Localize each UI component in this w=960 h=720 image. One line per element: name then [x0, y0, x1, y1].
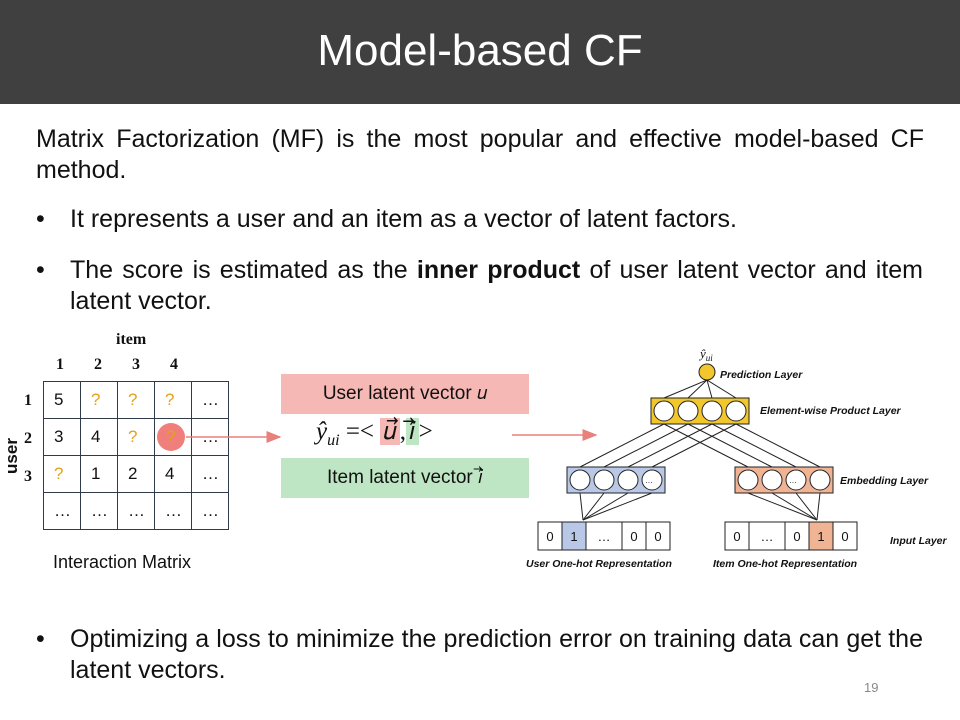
bullet-dot: •: [36, 625, 45, 653]
bullet-dot: •: [36, 256, 45, 284]
svg-text:…: …: [598, 529, 611, 544]
matrix-row: ? 1 2 4 …: [43, 455, 229, 493]
matrix-cell-unknown: ?: [43, 455, 81, 493]
item-onehot-label: Item One-hot Representation: [713, 558, 857, 570]
matrix-col-header: 2: [94, 356, 102, 373]
page-number: 19: [864, 680, 879, 695]
prediction-node: [698, 363, 716, 381]
layer-label-input: Input Layer: [890, 535, 948, 547]
svg-text:1: 1: [817, 529, 824, 544]
matrix-cell: …: [43, 492, 81, 530]
matrix-cell: 2: [117, 455, 155, 493]
matrix-col-header: 1: [56, 356, 64, 373]
u-vector-highlight: 𝑢⃗: [380, 418, 400, 445]
svg-text:0: 0: [630, 529, 637, 544]
matrix-row: … … … … …: [43, 492, 229, 530]
matrix-cell-unknown: ?: [80, 381, 118, 419]
layer-label-prediction: Prediction Layer: [720, 369, 803, 381]
matrix-cell-unknown: ?: [117, 381, 155, 419]
matrix-cell: 1: [80, 455, 118, 493]
matrix-row: 5 ? ? ? …: [43, 381, 229, 419]
item-latent-vector-box: Item latent vector 𝑖⃗: [281, 458, 529, 498]
matrix-cell: 3: [43, 418, 81, 456]
svg-text:0: 0: [793, 529, 800, 544]
bullet-text: It represents a user and an item as a ve…: [70, 205, 738, 233]
svg-text:1: 1: [570, 529, 577, 544]
matrix-row-header: 3: [24, 468, 32, 485]
matrix-cell: 4: [80, 418, 118, 456]
matrix-cell-target: ?: [154, 418, 192, 456]
matrix-cell: …: [191, 381, 229, 419]
matrix-cell: …: [191, 455, 229, 493]
matrix-row-header: 2: [24, 430, 32, 447]
prediction-formula: ŷui =< 𝑢⃗,𝑖⃗>: [316, 418, 433, 449]
matrix-caption: Interaction Matrix: [53, 552, 192, 572]
matrix-cell: 4: [154, 455, 192, 493]
bullet-dot: •: [36, 205, 45, 233]
layer-label-product: Element-wise Product Layer: [760, 405, 902, 417]
svg-text:…: …: [789, 476, 797, 485]
matrix-cell: …: [191, 492, 229, 530]
svg-text:0: 0: [546, 529, 553, 544]
svg-text:0: 0: [733, 529, 740, 544]
bold-term: inner product: [416, 256, 581, 284]
matrix-row-header: 1: [24, 392, 32, 409]
user-onehot-label: User One-hot Representation: [526, 558, 672, 570]
matrix-col-header: 4: [170, 356, 178, 373]
svg-text:0: 0: [654, 529, 661, 544]
output-label: ŷui: [698, 346, 713, 363]
layer-label-embedding: Embedding Layer: [840, 475, 929, 487]
slide-header: Model-based CF: [0, 0, 960, 104]
i-vector-highlight: 𝑖⃗: [405, 418, 419, 445]
matrix-col-header: 3: [132, 356, 140, 373]
user-latent-vector-box: User latent vector 𝑢: [281, 374, 529, 414]
matrix-cell: …: [117, 492, 155, 530]
intro-paragraph: Matrix Factorization (MF) is the most po…: [36, 125, 924, 184]
bullet-text: Optimizing a loss to minimize the predic…: [70, 625, 923, 684]
matrix-cell: …: [154, 492, 192, 530]
svg-text:…: …: [761, 529, 774, 544]
matrix-cell-unknown: ?: [117, 418, 155, 456]
interaction-matrix: 5 ? ? ? … 3 4 ? ? … ? 1 2 4 … … … … … …: [43, 381, 229, 530]
target-highlight: ?: [157, 423, 185, 451]
svg-text:0: 0: [841, 529, 848, 544]
svg-text:…: …: [645, 476, 653, 485]
matrix-item-label: item: [116, 331, 147, 348]
matrix-cell: …: [80, 492, 118, 530]
bullet-text: The score is estimated as the inner prod…: [70, 256, 924, 315]
slide-title: Model-based CF: [317, 26, 643, 75]
matrix-row: 3 4 ? ? …: [43, 418, 229, 456]
